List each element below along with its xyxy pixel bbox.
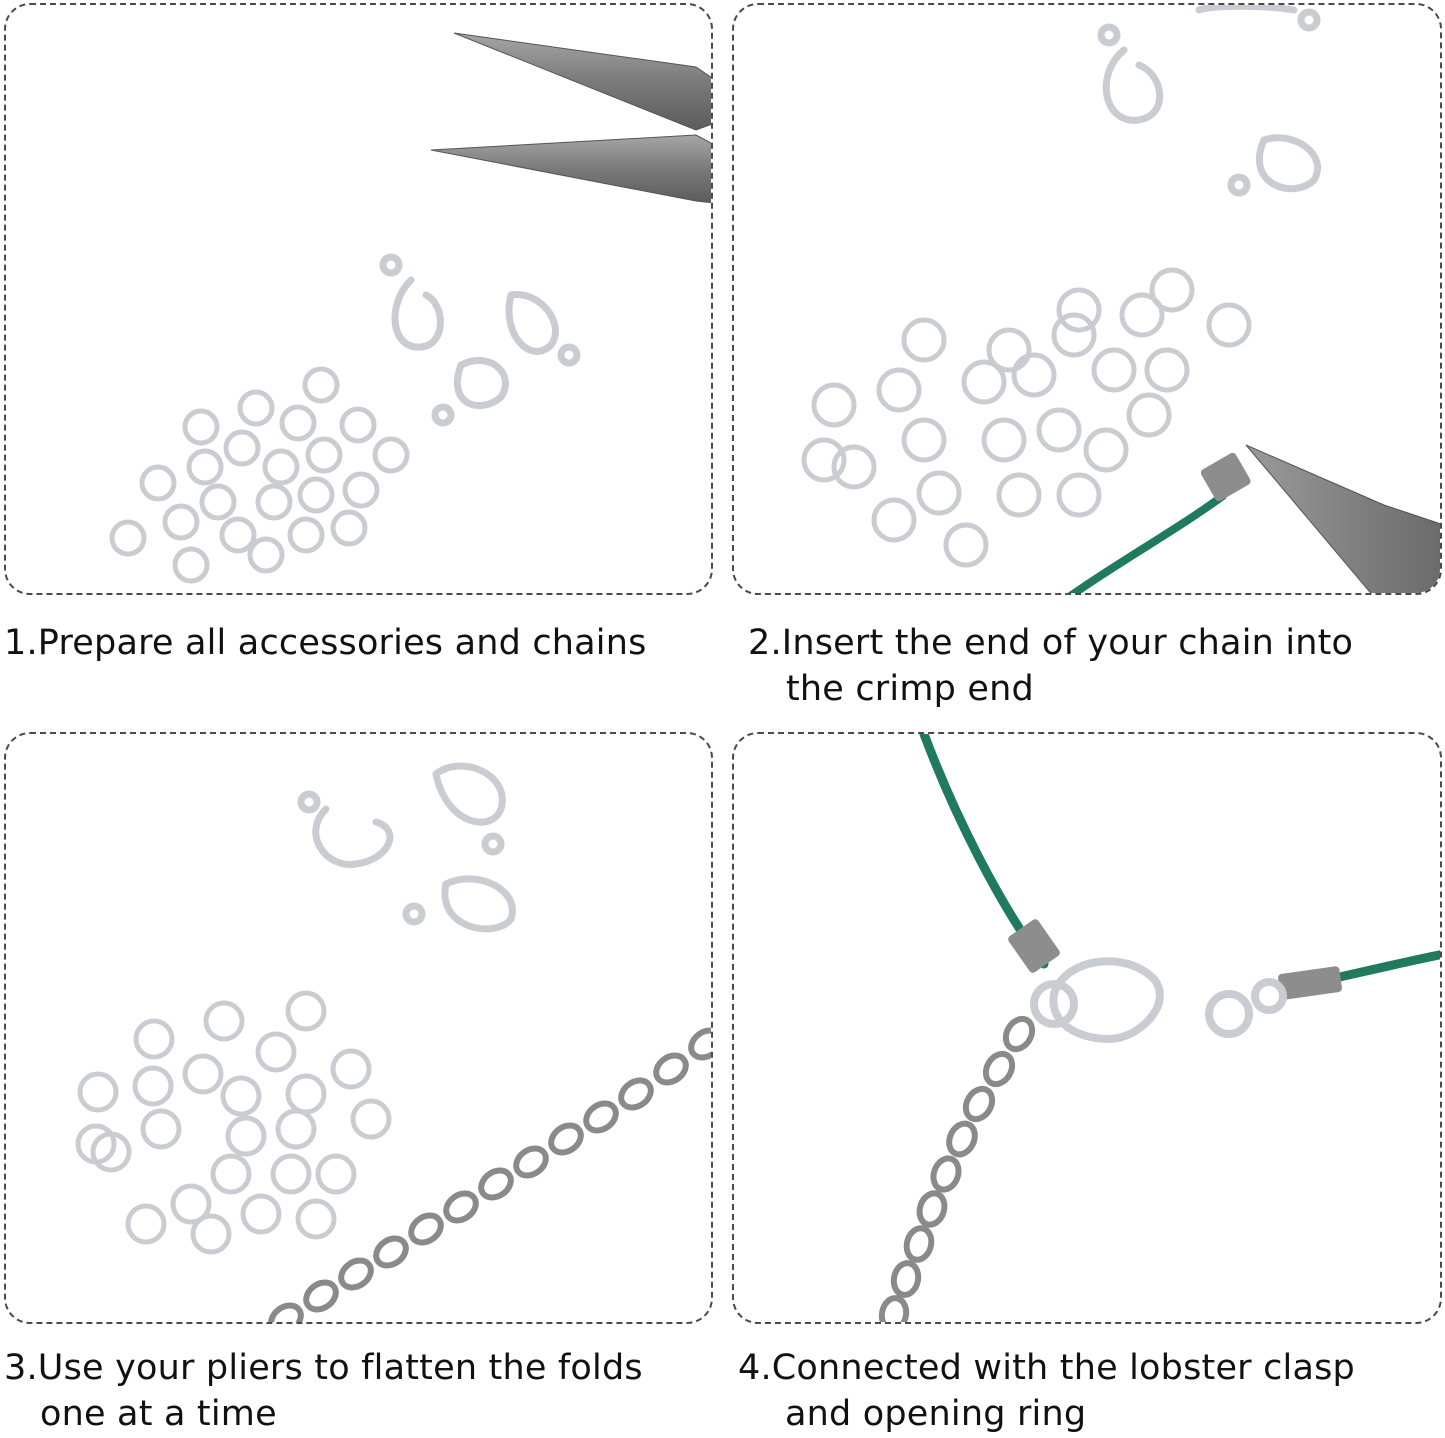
- extender-chain-icon: [268, 1027, 711, 1322]
- step-2-line2: the crimp end: [786, 669, 1034, 709]
- wax-cord-icon: [1067, 491, 1227, 593]
- extender-chain-icon: [878, 1015, 1036, 1322]
- lobster-clasp-icon: [1030, 957, 1287, 1044]
- crimp-end-icon: [1008, 919, 1342, 1000]
- step-1-line1: Prepare all accessories and chains: [37, 623, 647, 663]
- pliers-icon: [1245, 444, 1440, 593]
- step-4-image: [732, 732, 1442, 1324]
- step-2-illustration: [801, 5, 1440, 593]
- step-1-illustration: [109, 32, 711, 584]
- wax-cord-icon: [919, 734, 1440, 994]
- step-4-line1: Connected with the lobster clasp: [771, 1348, 1355, 1388]
- crimp-end-icon: [1200, 452, 1251, 502]
- step-3-line2: one at a time: [40, 1394, 277, 1434]
- lobster-clasp-icon: [379, 253, 581, 427]
- step-1-caption: 1.Prepare all accessories and chains: [4, 620, 647, 666]
- step-3-illustration: [75, 762, 711, 1322]
- step-1-number: 1.: [4, 623, 38, 663]
- pliers-icon: [430, 32, 711, 204]
- step-4-number: 4.: [738, 1348, 772, 1388]
- lobster-clasp-icon: [297, 762, 516, 933]
- jump-ring-icon: [75, 990, 392, 1255]
- step-3-number: 3.: [4, 1348, 38, 1388]
- step-4-caption: 4.Connected with the lobster clasp and o…: [738, 1345, 1355, 1437]
- jump-ring-icon: [109, 366, 410, 584]
- jump-ring-icon: [801, 267, 1252, 568]
- step-3-image: [4, 732, 713, 1324]
- step-3-caption: 3.Use your pliers to flatten the folds o…: [4, 1345, 643, 1437]
- step-4-line2: and opening ring: [785, 1394, 1087, 1434]
- step-4-illustration: [878, 734, 1440, 1322]
- step-1-image: [4, 3, 713, 595]
- step-2-image: [732, 3, 1442, 595]
- lobster-clasp-icon: [1097, 5, 1322, 197]
- step-2-line1: Insert the end of your chain into: [781, 623, 1354, 663]
- step-2-number: 2.: [748, 623, 782, 663]
- step-2-caption: 2.Insert the end of your chain into the …: [748, 620, 1353, 712]
- step-3-line1: Use your pliers to flatten the folds: [37, 1348, 643, 1388]
